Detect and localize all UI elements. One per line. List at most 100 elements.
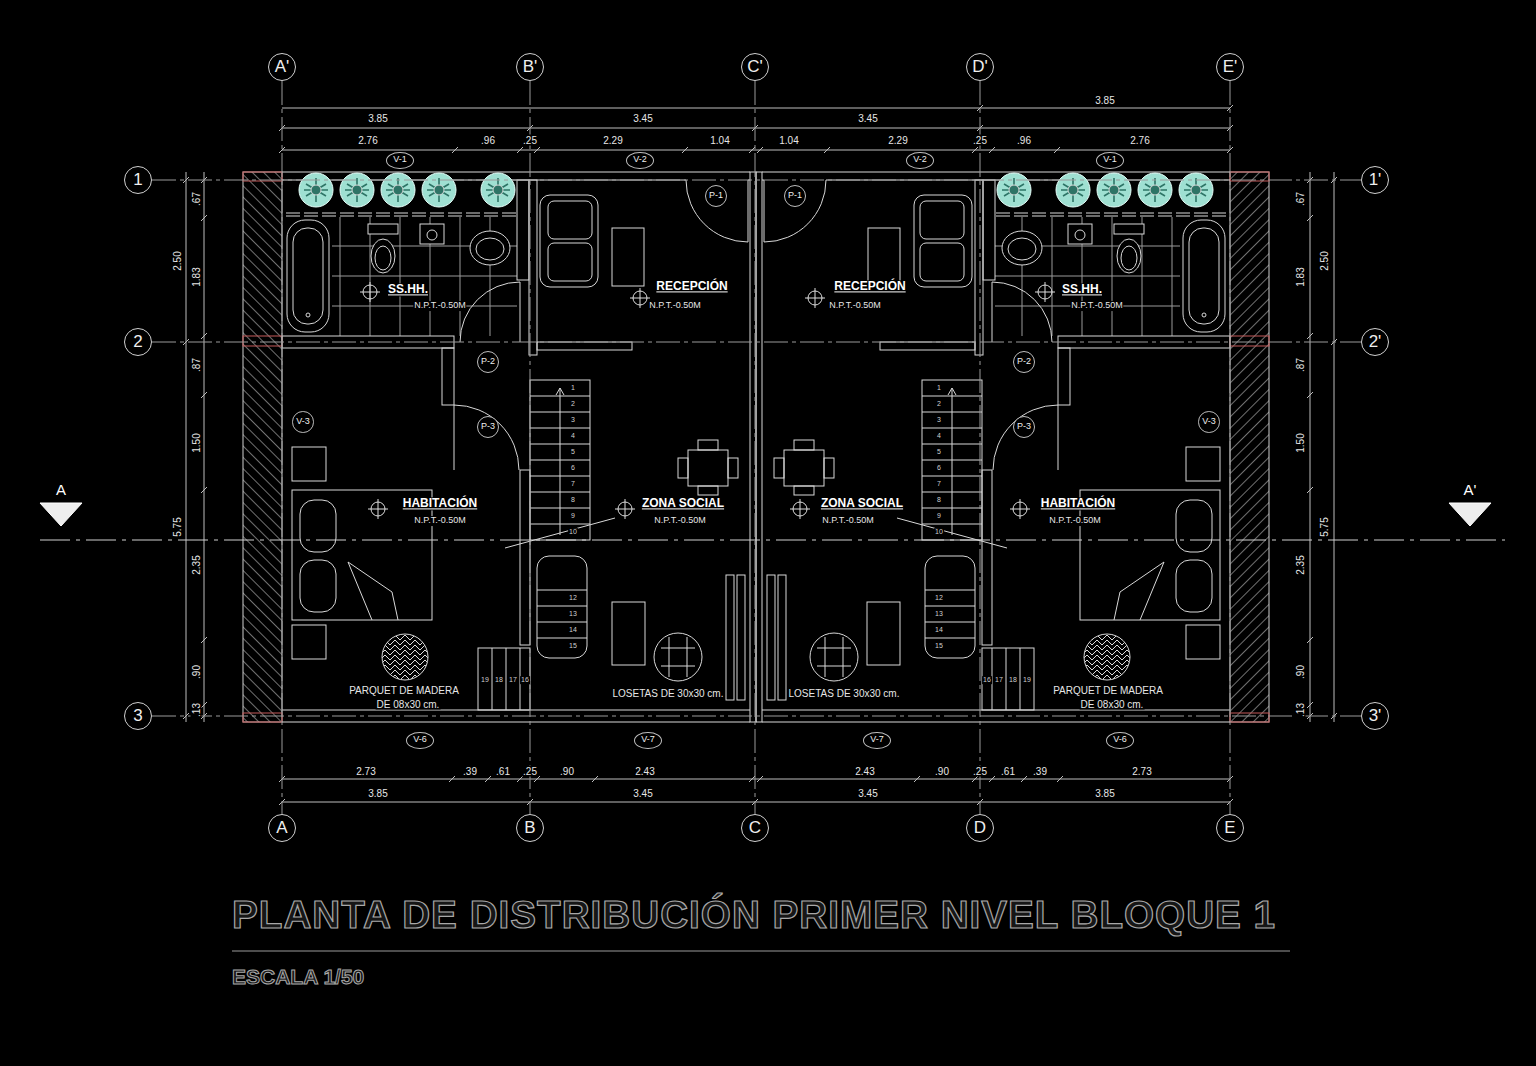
tag-text: V-1: [393, 155, 407, 165]
step-number: 19: [1022, 676, 1032, 684]
window-tag: V-7: [634, 732, 662, 749]
room-name: SS.HH.: [1061, 283, 1103, 296]
tag-text: P-3: [481, 422, 495, 432]
grid-axis-bubble: B: [516, 814, 544, 842]
step-number: 14: [568, 626, 578, 634]
dwelling-unit: [476, 238, 504, 260]
step-number: 9: [936, 512, 942, 520]
dwelling-unit: [243, 713, 282, 722]
grid-axis-line: [980, 81, 981, 814]
dwelling-unit: [492, 648, 520, 710]
tag-text: V-3: [296, 417, 310, 427]
grid-axis-line: [530, 81, 531, 814]
tag-text: V-7: [870, 735, 884, 745]
tag-text: 3': [1369, 707, 1382, 726]
dimension-line: [183, 172, 189, 722]
dimension-label: .67: [191, 191, 202, 207]
grid-axis-bubble: C': [741, 53, 769, 81]
dimension-label: 2.50: [172, 250, 183, 271]
door-tag: P-3: [1013, 416, 1035, 438]
window-tag: V-1: [386, 152, 414, 169]
dwelling-unit: [505, 518, 615, 548]
room-name: ZONA SOCIAL: [641, 497, 725, 510]
tag-text: V-2: [913, 155, 927, 165]
dwelling-unit: [292, 625, 326, 659]
dimension-label: .61: [1000, 766, 1016, 777]
step-number: 5: [570, 448, 576, 456]
tag-text: V-3: [1202, 417, 1216, 427]
step-number: 8: [936, 496, 942, 504]
dimension-line: [279, 799, 1233, 805]
tag-text: P-1: [709, 191, 723, 201]
dwelling-unit: [243, 172, 282, 722]
tag-text: B': [523, 58, 538, 77]
dwelling-unit: [698, 440, 718, 450]
dimension-label: .96: [480, 135, 496, 146]
tag-text: E: [1224, 819, 1235, 838]
step-number: 13: [934, 610, 944, 618]
dimension-label: .67: [1295, 191, 1306, 207]
material-note: DE 08x30 cm.: [376, 699, 441, 710]
dimension-label: 2.29: [887, 135, 908, 146]
level-mark: [790, 499, 810, 519]
dimension-line: [1307, 172, 1313, 722]
dwelling-unit: [678, 458, 688, 478]
dwelling-unit: [548, 201, 592, 239]
dimension-label: .96: [1016, 135, 1032, 146]
room-name: RECEPCIÓN: [833, 280, 906, 293]
section-cut: [40, 503, 1505, 540]
level-mark: [360, 282, 1055, 519]
tag-text: V-6: [1113, 735, 1127, 745]
door-tag: P-2: [477, 351, 499, 373]
dwelling-unit: [306, 313, 310, 317]
dimension-label: 1.50: [1295, 432, 1306, 453]
grid-axis-bubble: E': [1216, 53, 1244, 81]
dimension-label: 1.04: [709, 135, 730, 146]
grid-axis-bubble: A': [268, 53, 296, 81]
tag-text: C': [747, 58, 763, 77]
dwelling-unit: [478, 648, 530, 710]
floor-level: N.P.T.-0.50M: [821, 516, 874, 526]
dimension-label: .90: [934, 766, 950, 777]
dimension-label: 3.85: [367, 788, 388, 799]
grid-axis-line: [152, 716, 1361, 717]
dimension-line: [201, 172, 207, 722]
section-cut: [40, 503, 82, 526]
dwelling-unit: [481, 173, 515, 207]
grid-axis-bubble: 3': [1361, 702, 1389, 730]
window-tag: V-6: [1106, 732, 1134, 749]
grid-axis-line: [152, 180, 1361, 181]
step-number: 2: [936, 400, 942, 408]
grid-axis-bubble: 3: [124, 702, 152, 730]
dimension-label: 2.73: [355, 766, 376, 777]
dimension-label: .39: [1032, 766, 1048, 777]
section-cut: [40, 540, 1505, 541]
tag-text: V-2: [633, 155, 647, 165]
step-number: 7: [936, 480, 942, 488]
dimension-label: .90: [191, 664, 202, 680]
dwelling-unit: [540, 195, 598, 287]
step-number: 12: [934, 594, 944, 602]
dwelling-unit: [454, 405, 519, 470]
material-note: LOSETAS DE 30x30 cm.: [612, 688, 725, 699]
dwelling-unit: [460, 282, 520, 342]
floor-level: N.P.T.-0.50M: [828, 301, 881, 311]
tag-text: C: [749, 819, 761, 838]
floor-level: N.P.T.-0.50M: [413, 301, 466, 311]
step-number: 5: [936, 448, 942, 456]
grid-axis-bubble: C: [741, 814, 769, 842]
room-name: HABITACIÓN: [1040, 497, 1116, 510]
dimension-label: .25: [972, 135, 988, 146]
step-number: 6: [570, 464, 576, 472]
grid-axis-bubble: 1': [1361, 166, 1389, 194]
dwelling-unit: [375, 246, 391, 270]
dwelling-unit: [422, 173, 456, 207]
dwelling-unit-mirrored: [756, 172, 1269, 722]
grid-axis-bubble: E: [1216, 814, 1244, 842]
dimension-label: .25: [972, 766, 988, 777]
dwelling-unit: [348, 562, 398, 620]
dwelling-unit: [299, 173, 333, 207]
dwelling-unit: [243, 336, 282, 346]
dwelling-unit: [737, 575, 745, 700]
level-mark: [360, 282, 380, 302]
